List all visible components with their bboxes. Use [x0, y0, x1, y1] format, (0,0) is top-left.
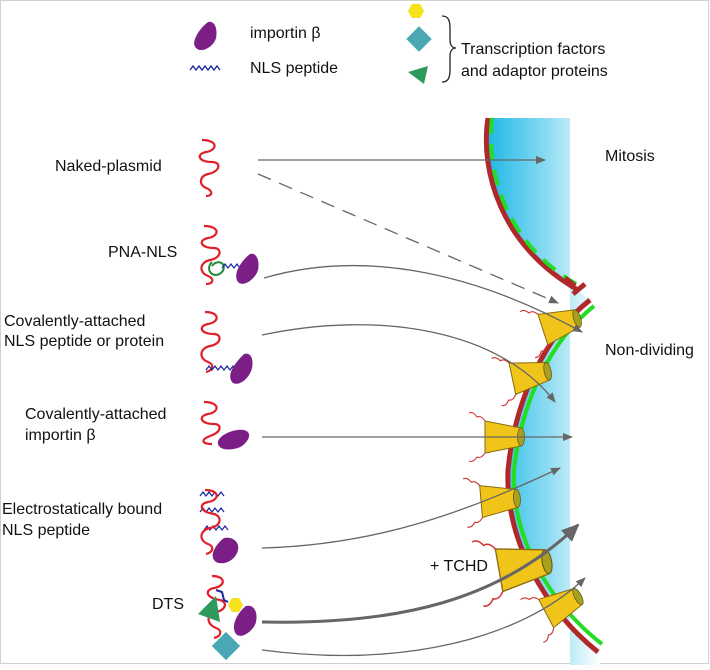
tf-triangle-icon: [408, 66, 428, 84]
row-label-naked-plasmid: Naked-plasmid: [55, 158, 162, 175]
tf-hexagon-icon: [408, 4, 424, 18]
arrow-naked-nondividing: [257, 173, 559, 304]
row-label-covalent-importin-2: importin β: [25, 427, 96, 444]
arrow-dts: [261, 577, 586, 657]
row-label-electrostatic-1: Electrostatically bound: [2, 501, 163, 518]
state-label-mitosis: Mitosis: [605, 148, 655, 165]
legend-tf-label-2: and adaptor proteins: [461, 63, 608, 80]
arrow-dts-tchd: [261, 523, 580, 624]
state-label-non-dividing: Non-dividing: [605, 342, 694, 359]
importin-icon: [194, 21, 217, 51]
covalent-importin-glyph: [200, 400, 250, 450]
legend-importin-label: importin β: [250, 25, 321, 42]
legend: [189, 4, 457, 84]
pna-nls-glyph: [200, 224, 259, 286]
row-label-electrostatic-2: NLS peptide: [2, 522, 91, 539]
electrostatic-nls-glyph: [199, 488, 239, 564]
naked-plasmid-glyph: [198, 138, 220, 198]
row-label-covalent-nls-2: NLS peptide or protein: [4, 333, 165, 350]
legend-brace: [441, 15, 457, 83]
arrow-pna: [263, 264, 583, 333]
row-label-covalent-importin-1: Covalently-attached: [25, 406, 167, 423]
legend-tf-label-1: Transcription factors: [461, 41, 606, 58]
dts-glyph: [198, 574, 257, 661]
nls-peptide-icon: [189, 64, 221, 72]
tchd-label: + TCHD: [430, 558, 488, 575]
arrow-cov-nls: [261, 324, 556, 403]
import-arrows: [257, 156, 586, 657]
tf-diamond-icon: [406, 26, 432, 52]
legend-nls-label: NLS peptide: [250, 60, 339, 77]
row-label-pna-nls: PNA-NLS: [108, 244, 178, 261]
row-label-covalent-nls-1: Covalently-attached: [4, 313, 146, 330]
row-label-dts: DTS: [152, 596, 184, 613]
covalent-nls-glyph: [200, 310, 253, 384]
arrow-electrostatic: [261, 467, 561, 549]
